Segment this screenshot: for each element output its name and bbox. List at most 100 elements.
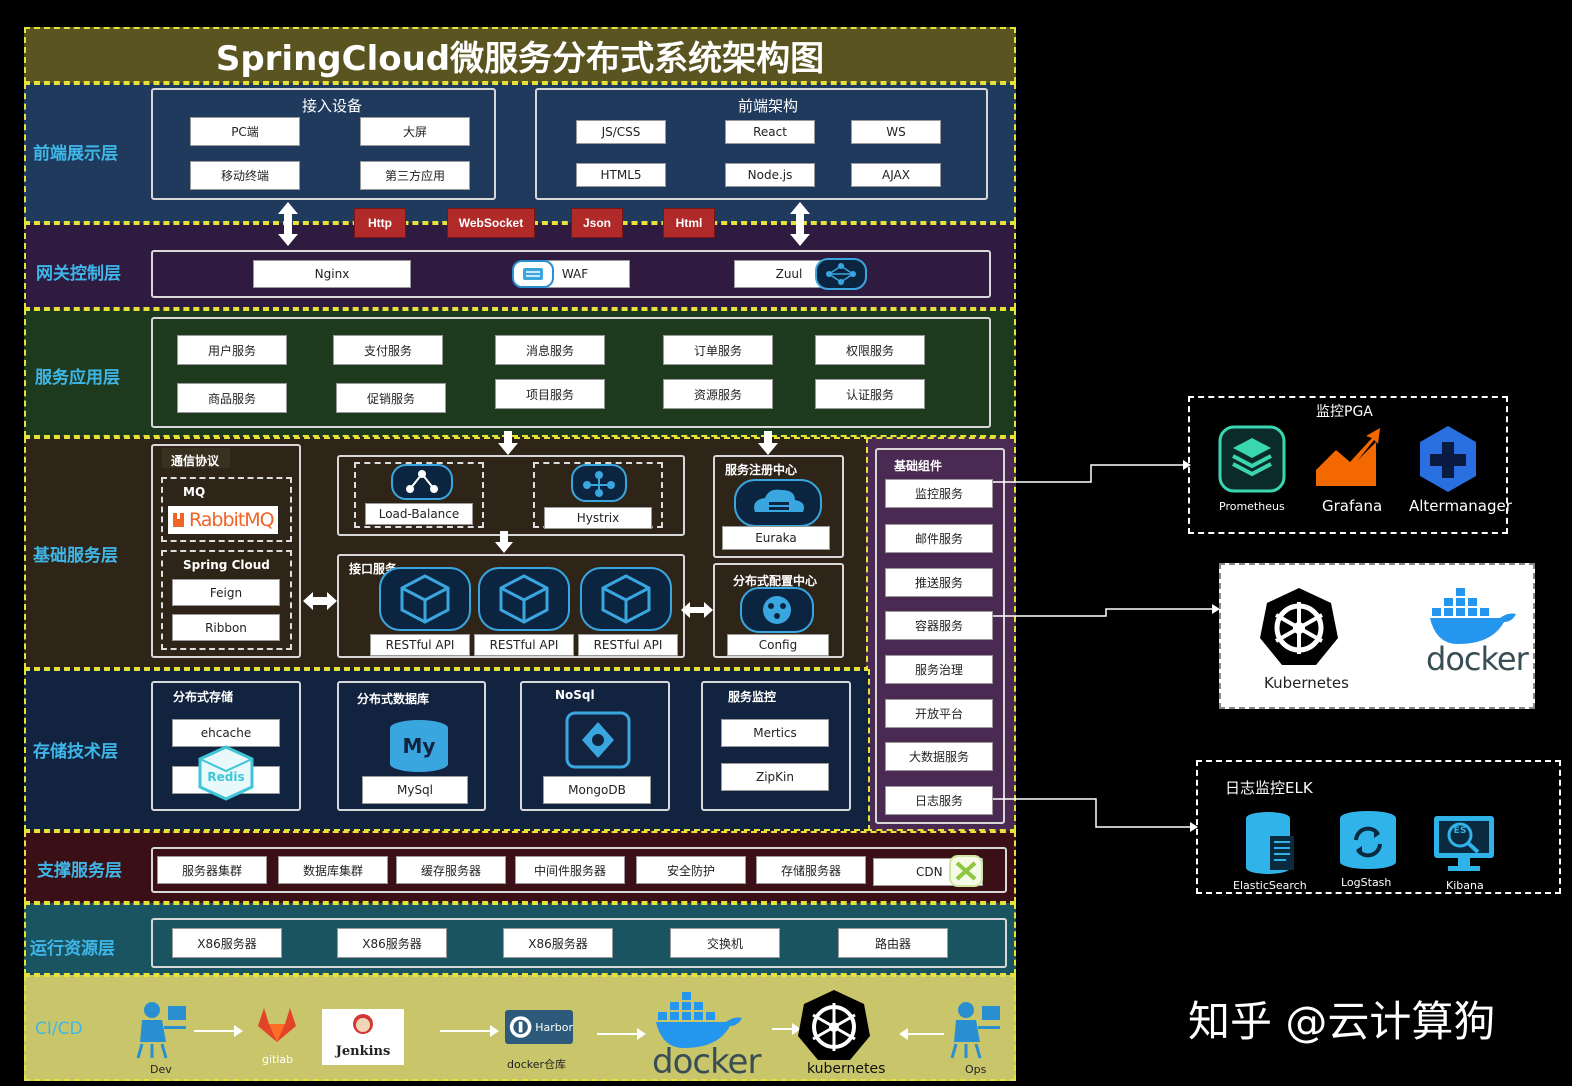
jenkins-icon [353,1014,373,1034]
component-push: 推送服务 [885,568,993,597]
rabbitmq-logo: RabbitMQ [168,506,278,534]
runtime-x86-2: X86服务器 [337,928,447,958]
arch-ajax: AJAX [851,163,941,187]
components-panel [875,448,1005,824]
waf-icon [512,260,554,288]
runtime-layer-label: 运行资源层 [30,939,115,959]
service-payment: 支付服务 [333,335,443,365]
protocol-html: Html [663,208,715,238]
rabbitmq-icon [173,513,184,527]
down-arrow-icon [758,431,778,455]
zuul-icon [815,258,867,290]
ops-label: Ops [965,1063,987,1076]
elasticsearch-label: ElasticSearch [1233,879,1307,892]
redis-label: Redis [207,770,245,784]
support-panel [151,847,1007,893]
kubernetes-icon [798,990,870,1060]
component-log: 日志服务 [885,786,993,815]
device-mobile: 移动终端 [190,161,300,190]
euraka-box: Euraka [722,526,830,550]
restful-api-2: RESTful API [474,634,574,656]
cicd-layer-label: CI/CD [35,1019,83,1039]
gateway-nginx: Nginx [253,260,411,288]
title-band [24,27,1016,83]
support-security: 安全防护 [636,856,746,884]
pga-title: 监控PGA [1316,404,1373,420]
docker-label: docker [652,1042,761,1082]
alertmanager-label: Altermanager [1409,497,1512,515]
component-container: 容器服务 [885,611,993,640]
cube-api-icon [580,567,672,631]
double-arrow-right-icon [790,202,810,246]
cloud-server-icon [734,479,822,527]
service-product: 商品服务 [177,383,287,413]
service-permission: 权限服务 [815,335,925,365]
base-layer-label: 基础服务层 [33,546,118,566]
config-title: 分布式配置中心 [733,574,818,588]
metrics-box: Mertics [721,719,829,747]
frontend-arch-panel [535,88,988,200]
service-layer-label: 服务应用层 [35,368,120,388]
arch-ws: WS [851,120,941,144]
devices-panel [151,88,496,200]
alertmanager-icon [1420,426,1476,492]
protocol-http: Http [354,208,406,238]
kibana-badge: ES [1453,826,1467,836]
down-arrow-icon [495,531,513,553]
component-open-platform: 开放平台 [885,699,993,728]
support-storage-server: 存储服务器 [756,856,866,884]
api-service-panel [337,554,685,658]
jenkins-label: Jenkins [335,1044,391,1059]
protocol-websocket: WebSocket [447,208,535,238]
comm-protocol-title-box [162,448,230,468]
docker-right-label: docker [1426,640,1529,678]
restful-api-3: RESTful API [578,634,678,656]
horizontal-double-arrow-icon [681,602,713,618]
component-mail: 邮件服务 [885,524,993,553]
developer-icon [136,1002,186,1059]
component-bigdata: 大数据服务 [885,742,993,771]
kubernetes-label: kubernetes [807,1061,886,1077]
nosql-panel [520,681,670,811]
runtime-switch: 交换机 [670,928,780,958]
connector-lines [993,460,1220,832]
hystrix-icon [571,464,627,502]
ehcache-box: ehcache [172,719,280,747]
service-user: 用户服务 [177,335,287,365]
harbor-icon [509,1016,532,1038]
spring-cloud-title: Spring Cloud [183,558,270,572]
horizontal-double-arrow-icon [303,592,337,610]
cdn-icon [949,855,983,887]
kubernetes-wheel-icon [1260,588,1338,665]
storage-layer-label: 存储技术层 [33,742,118,762]
comm-protocol-panel [151,444,301,658]
gateway-layer-label: 网关控制层 [36,264,121,284]
kibana-monitor-icon [1434,816,1494,871]
service-project: 项目服务 [495,379,605,409]
support-db-cluster: 数据库集群 [278,856,388,884]
service-order: 订单服务 [663,335,773,365]
load-balance-box [354,462,484,528]
gitlab-icon [258,1008,296,1042]
kibana-label: Kibana [1446,879,1484,892]
dist-storage-panel [151,681,301,811]
protocol-json: Json [571,208,623,238]
ribbon-box: Ribbon [172,614,280,641]
runtime-x86-3: X86服务器 [503,928,613,958]
services-panel [151,317,991,428]
arch-react: React [725,120,815,144]
support-layer-label: 支撑服务层 [37,861,122,881]
grafana-label: Grafana [1322,497,1383,515]
mysql-box: MySql [362,776,468,804]
docker-registry-label: docker仓库 [507,1058,567,1071]
docker-whale-icon [1430,588,1516,644]
component-governance: 服务治理 [885,655,993,684]
arch-jscss: JS/CSS [576,120,666,144]
double-arrow-left-icon [278,202,298,246]
prometheus-label: Prometheus [1219,500,1285,513]
service-resource: 资源服务 [663,379,773,409]
device-screen: 大屏 [360,117,470,146]
elk-title: 日志监控ELK [1225,779,1313,797]
feign-box: Feign [172,579,280,606]
dist-db-panel [337,681,486,811]
